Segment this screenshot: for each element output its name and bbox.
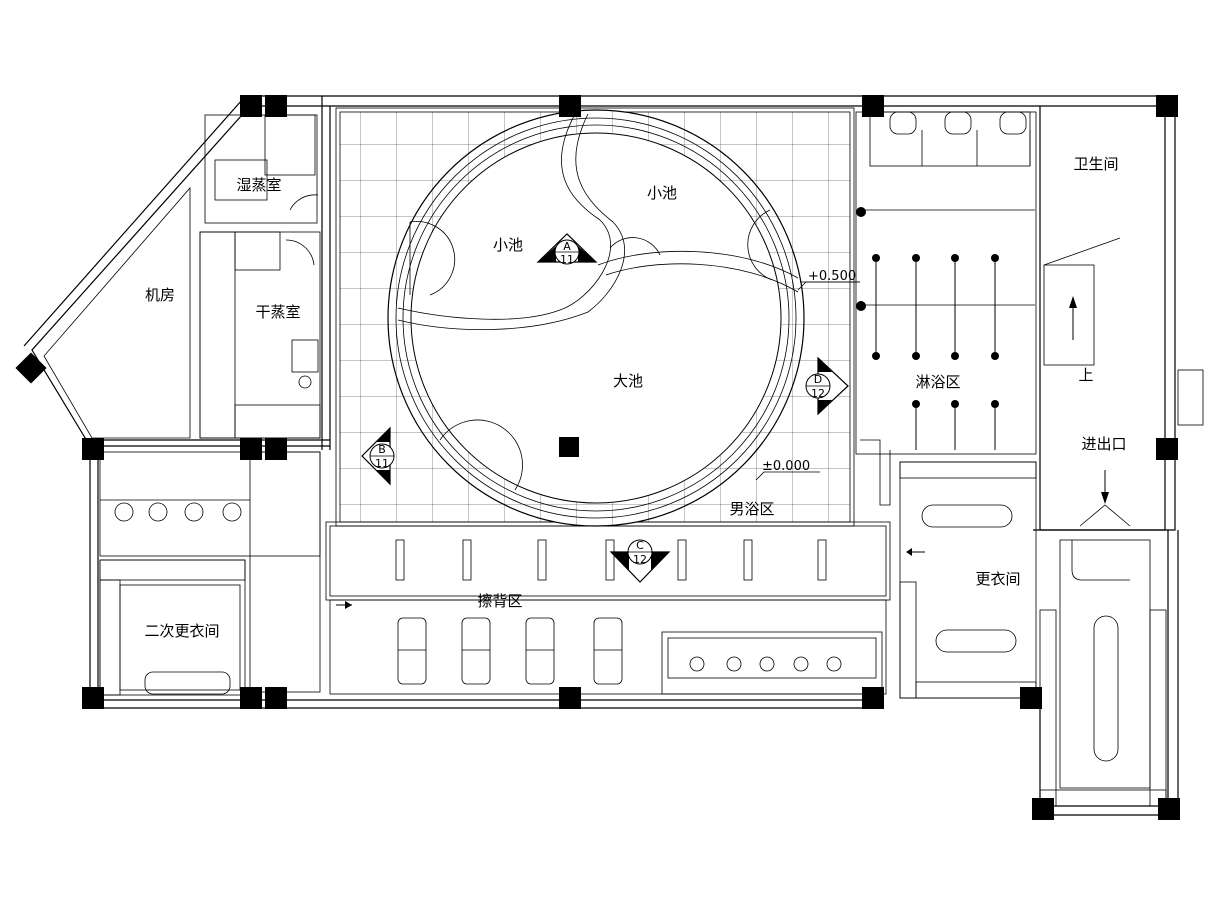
section-c-sheet: 12 xyxy=(633,553,647,566)
structural-columns xyxy=(15,95,1180,820)
left-rooms xyxy=(43,114,321,696)
label-men-bath: 男浴区 xyxy=(729,500,774,518)
section-c-letter: C xyxy=(636,539,644,552)
level-marker-upper: +0.500 xyxy=(797,269,860,291)
section-mark-d: D 12 xyxy=(805,356,849,416)
section-mark-a: A 11 xyxy=(536,233,598,266)
label-changing: 更衣间 xyxy=(975,570,1020,588)
level-marker-lower: ±0.000 xyxy=(755,459,820,481)
changing-area xyxy=(899,461,1167,807)
section-a-letter: A xyxy=(563,240,571,253)
label-toilet: 卫生间 xyxy=(1073,155,1118,173)
label-scrub: 擦背区 xyxy=(477,592,522,610)
section-b-sheet: 11 xyxy=(375,457,389,470)
label-small-pool-1: 小池 xyxy=(493,236,523,254)
section-mark-c: C 12 xyxy=(609,539,671,583)
label-second-changing: 二次更衣间 xyxy=(144,622,219,640)
level-upper: +0.500 xyxy=(808,269,856,284)
section-mark-b: B 11 xyxy=(361,426,395,486)
pool xyxy=(387,109,860,527)
label-shower: 淋浴区 xyxy=(915,373,960,391)
label-dry-steam: 干蒸室 xyxy=(255,303,300,321)
section-d-letter: D xyxy=(814,373,822,386)
label-up: 上 xyxy=(1078,366,1093,384)
section-a-sheet: 11 xyxy=(560,253,574,266)
section-d-sheet: 12 xyxy=(811,387,825,400)
room-labels: 湿蒸室 机房 干蒸室 小池 小池 大池 淋浴区 卫生间 上 进出口 男浴区 擦背… xyxy=(144,155,1126,640)
label-small-pool-2: 小池 xyxy=(647,184,677,202)
shower-area xyxy=(855,111,1037,506)
label-big-pool: 大池 xyxy=(613,372,643,390)
scrub-area xyxy=(336,539,842,685)
section-b-letter: B xyxy=(378,443,386,456)
label-wet-steam: 湿蒸室 xyxy=(236,176,281,194)
label-machine-room: 机房 xyxy=(145,286,175,304)
level-lower: ±0.000 xyxy=(762,459,810,474)
stairs xyxy=(1043,237,1204,527)
label-entrance: 进出口 xyxy=(1081,435,1126,453)
